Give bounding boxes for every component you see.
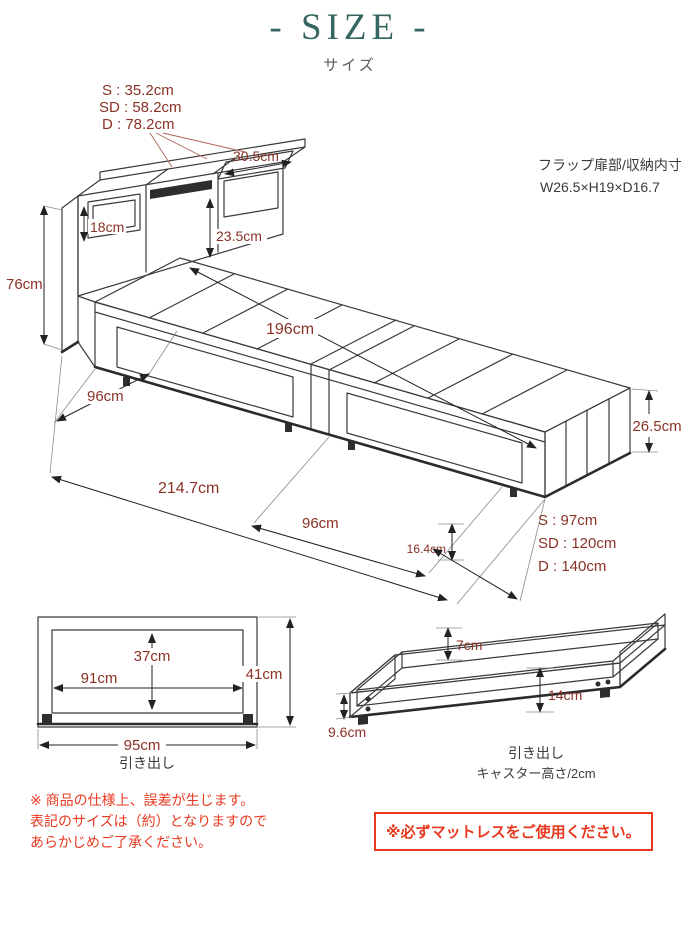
- dim-drawer-outer-height: 41cm: [246, 666, 283, 683]
- dim-drawer-inner-depth: 7cm: [456, 637, 482, 653]
- drawer-perspective-label: 引き出し: [508, 745, 564, 761]
- dim-bed-width-s: S : 97cm: [538, 512, 597, 529]
- caster-height-note: キャスター高さ/2cm: [476, 766, 595, 781]
- mattress-warning-box: ※必ずマットレスをご使用ください。: [374, 812, 653, 851]
- disclaimer-line: ※ 商品の仕様上、誤差が生じます。: [30, 792, 255, 808]
- dim-foot-section-length: 96cm: [302, 515, 339, 532]
- dim-drawer-outer-width: 95cm: [124, 737, 161, 754]
- drawer-front-view: 37cm 91cm 41cm 95cm 引き出し: [36, 616, 296, 771]
- dim-bed-width-sd: SD : 120cm: [538, 535, 616, 552]
- dim-base-height: 16.4cm: [407, 542, 446, 556]
- dim-drawer-side-height: 9.6cm: [328, 724, 366, 740]
- dim-side-pocket-height: 18cm: [90, 219, 124, 235]
- dim-frame-height: 26.5cm: [632, 418, 681, 435]
- disclaimer-line: あらかじめご了承ください。: [30, 834, 212, 850]
- page-title: - SIZE -: [269, 7, 431, 48]
- dim-drawer-inner-height: 37cm: [134, 648, 171, 665]
- dim-head-section-width: 96cm: [87, 388, 124, 405]
- dim-headboard-width-sd: SD : 58.2cm: [99, 99, 182, 116]
- drawer-front-label: 引き出し: [119, 755, 175, 771]
- disclaimer-note: ※ 商品の仕様上、誤差が生じます。 表記のサイズは（約）となりますので あらかじ…: [30, 790, 267, 853]
- dim-total-length: 214.7cm: [158, 480, 219, 497]
- bed-dimensions: S : 35.2cm SD : 58.2cm D : 78.2cm 30.5cm…: [6, 82, 682, 605]
- dim-drawer-inner-width: 91cm: [81, 670, 118, 687]
- dim-sleeping-length: 196cm: [266, 321, 314, 338]
- drawer-perspective-view: 7cm 14cm 9.6cm 引き出し キャスター高さ/2cm: [328, 613, 667, 781]
- dim-headboard-width-s: S : 35.2cm: [102, 82, 174, 99]
- dim-flap-opening-width: 30.5cm: [233, 148, 279, 164]
- dim-headboard-height: 76cm: [6, 276, 43, 293]
- dim-drawer-front-height: 14cm: [548, 687, 582, 703]
- dim-headboard-shelf-height: 23.5cm: [216, 228, 262, 244]
- disclaimer-line: 表記のサイズは（約）となりますので: [30, 813, 268, 829]
- flap-note-line2: W26.5×H19×D16.7: [540, 179, 660, 195]
- flap-note-line1: フラップ扉部/収納内寸: [538, 157, 682, 173]
- dim-headboard-width-d: D : 78.2cm: [102, 116, 175, 133]
- dim-bed-width-d: D : 140cm: [538, 558, 606, 575]
- page-subtitle: サイズ: [323, 57, 377, 74]
